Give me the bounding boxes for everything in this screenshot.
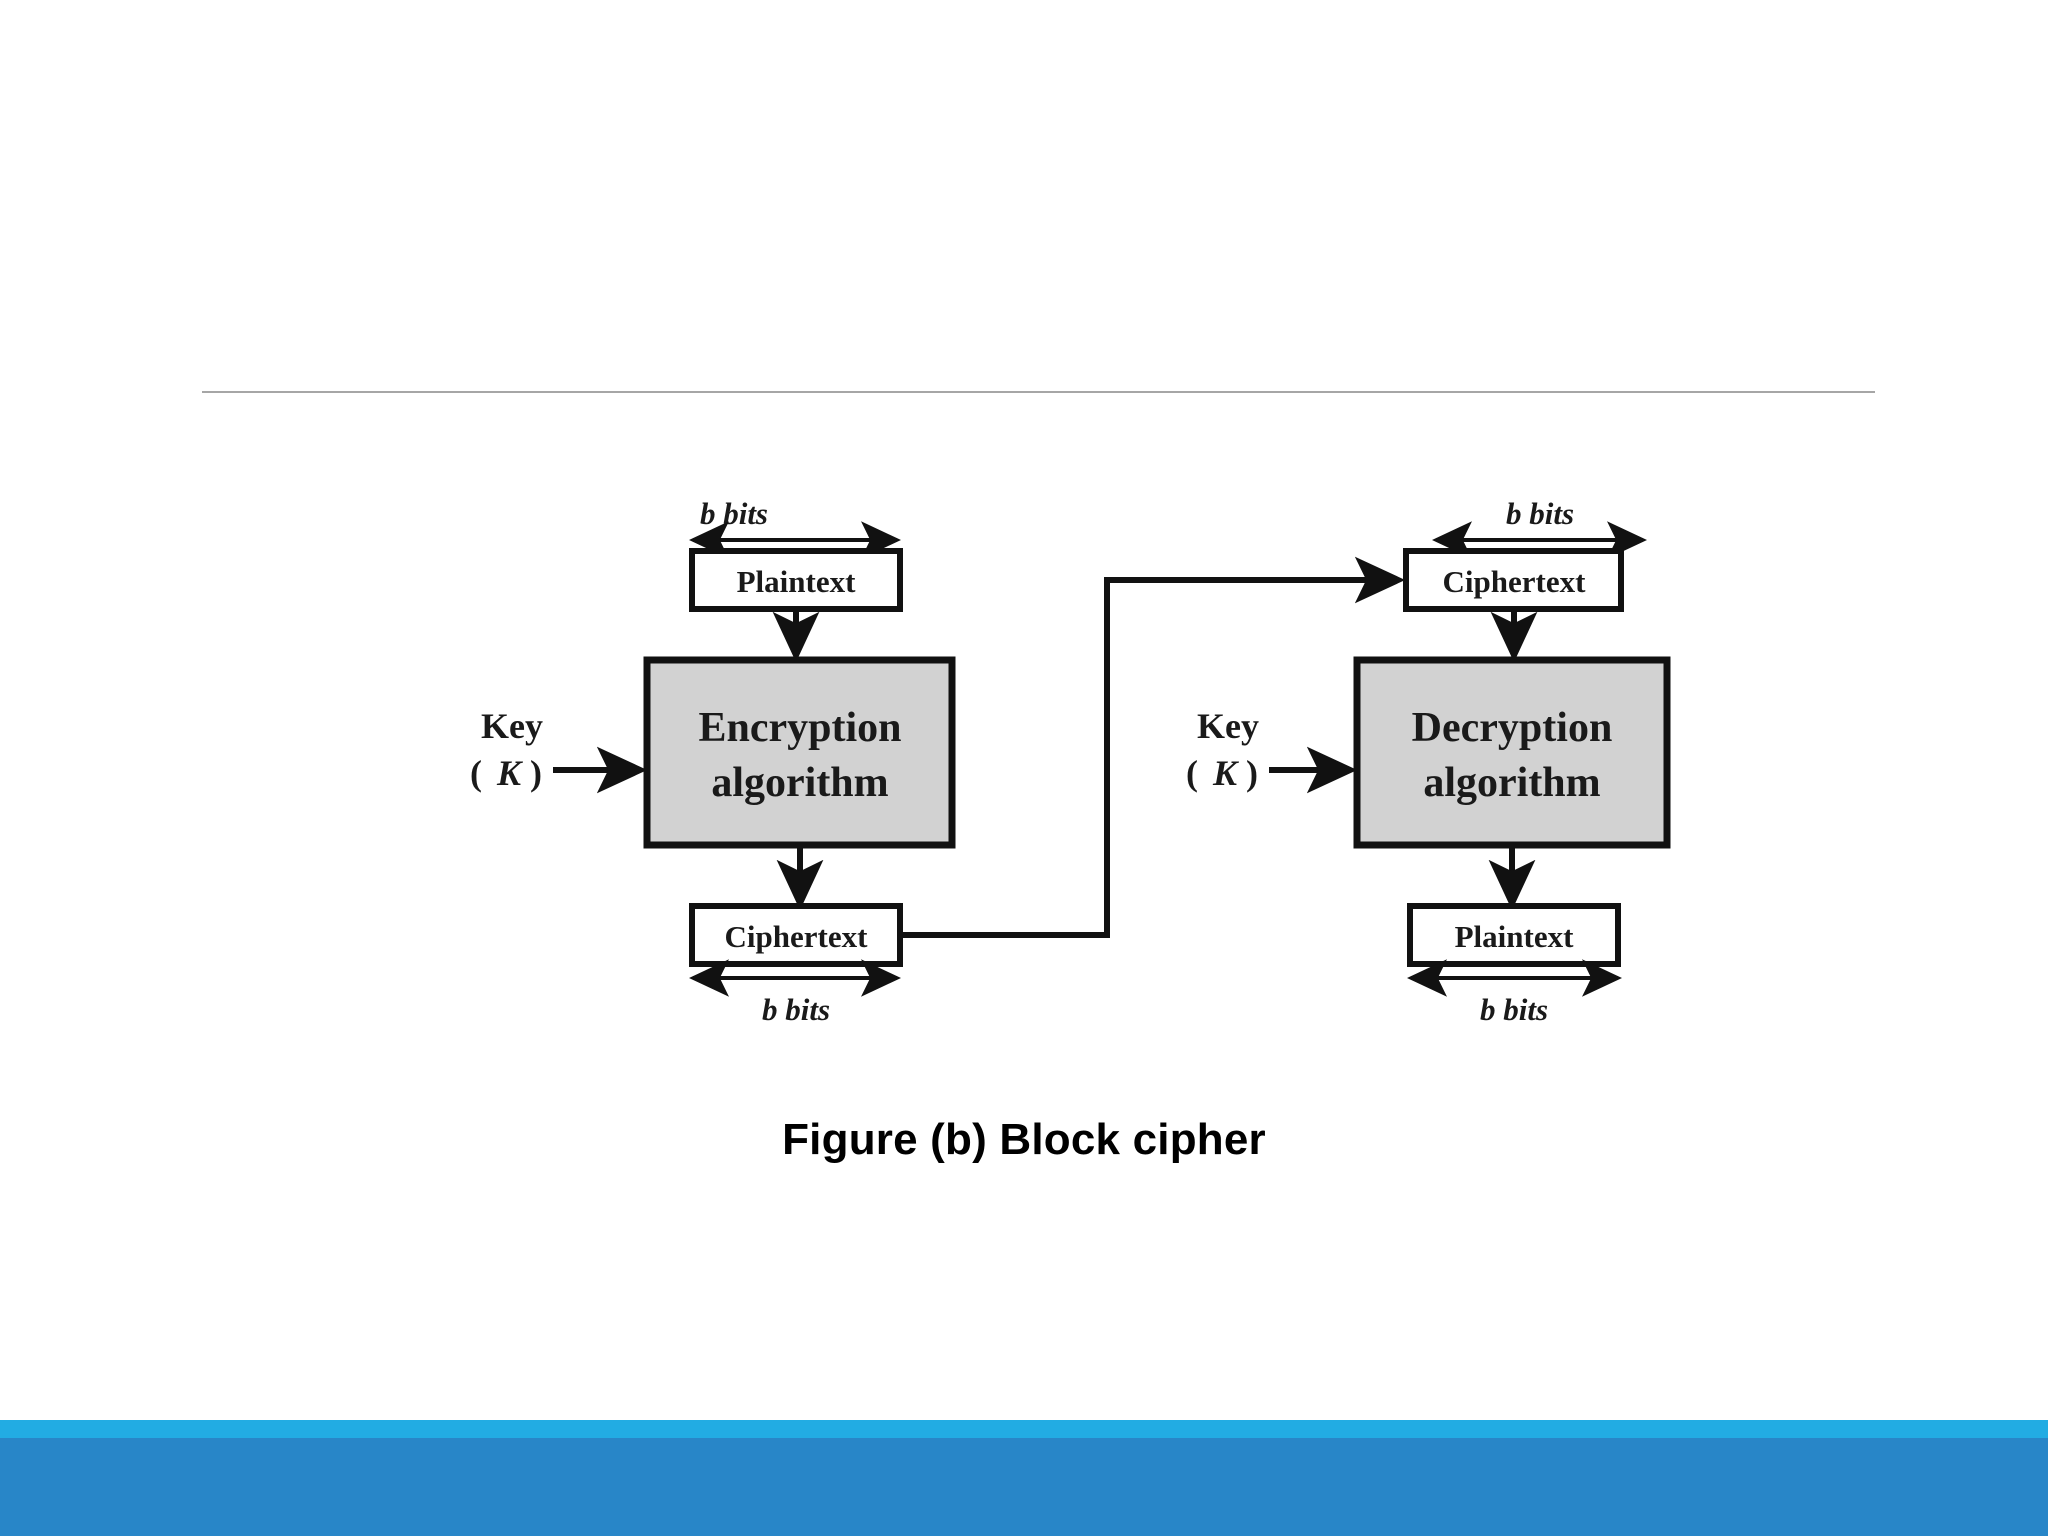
enc-bottom-dim-label: b bits (762, 992, 830, 1027)
ciphertext-channel-connector (900, 556, 1406, 938)
dec-key-label: Key (1197, 706, 1259, 746)
encryption-algorithm-label-line1: Encryption (698, 705, 901, 751)
dec-key-paren-open: ( (1186, 753, 1198, 793)
decryption-algorithm-box (1353, 656, 1671, 849)
enc-ciphertext-label: Ciphertext (725, 919, 869, 954)
dec-key-symbol: K (1212, 753, 1240, 793)
enc-plaintext-label: Plaintext (737, 564, 856, 599)
header-divider-rule (202, 391, 1875, 393)
decryption-algorithm-label-line1: Decryption (1412, 705, 1613, 751)
footer-accent-band-light (0, 1420, 2048, 1438)
encryption-algorithm-box (643, 656, 956, 849)
dec-ciphertext-label: Ciphertext (1443, 564, 1587, 599)
encryption-algorithm-label-line2: algorithm (711, 760, 888, 806)
enc-key-paren-open: ( (470, 753, 482, 793)
dec-ciphertext-box (1403, 548, 1624, 612)
enc-top-dim-symbol: b bits (700, 496, 768, 531)
enc-plaintext-box (689, 548, 903, 612)
decryption-algorithm-label-line2: algorithm (1423, 760, 1600, 806)
dec-key-paren-close: ) (1246, 753, 1258, 793)
dec-top-dim-label: b bits (1506, 496, 1574, 531)
dec-plaintext-label: Plaintext (1455, 919, 1574, 954)
footer-accent-band-dark (0, 1438, 2048, 1536)
enc-key-paren-close: ) (530, 753, 542, 793)
enc-key-label: Key (481, 706, 543, 746)
dec-bottom-dim-label: b bits (1480, 992, 1548, 1027)
figure-caption: Figure (b) Block cipher (782, 1115, 1266, 1164)
enc-key-symbol: K (496, 753, 524, 793)
